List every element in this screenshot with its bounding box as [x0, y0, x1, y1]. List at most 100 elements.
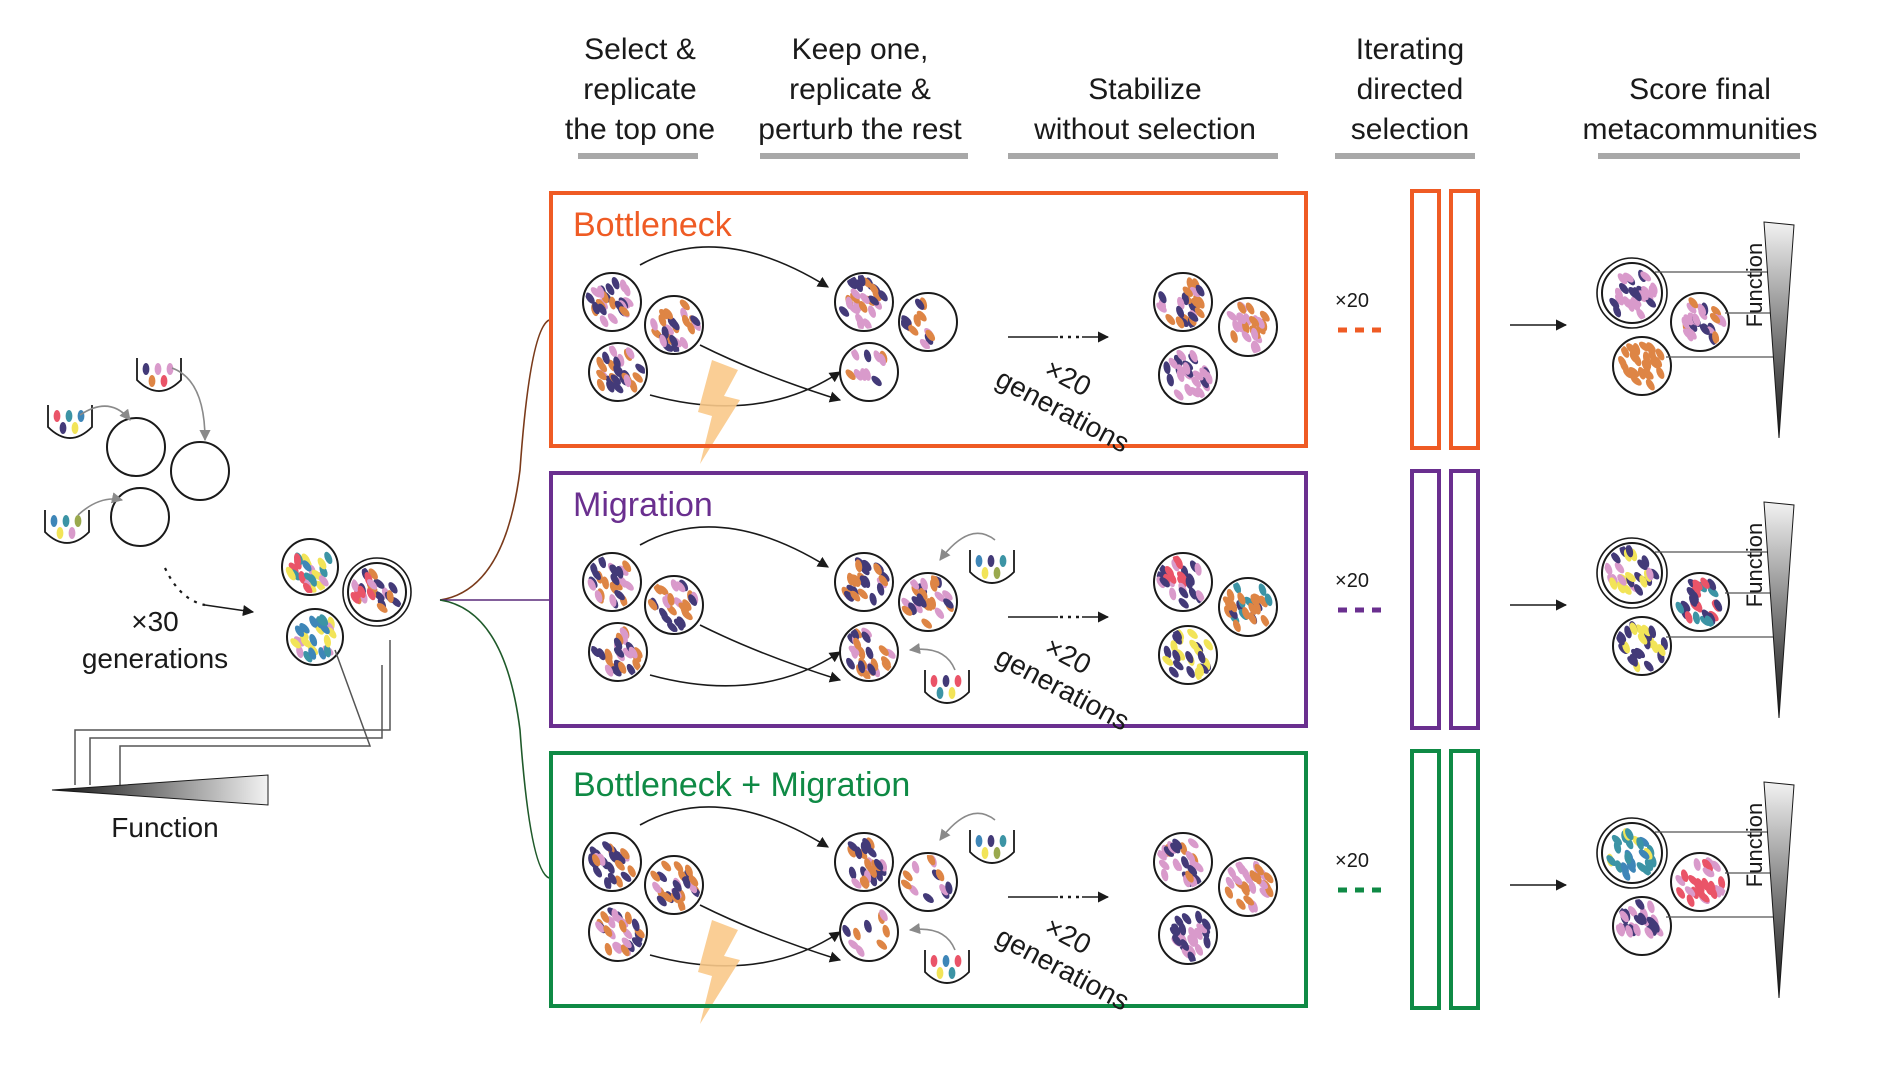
- tube-outline: [44, 510, 90, 544]
- microbe: [1163, 645, 1172, 659]
- microbe-group: [290, 614, 337, 663]
- process-arrow: [639, 526, 829, 568]
- microbe: [1165, 314, 1176, 325]
- microbe: [1168, 666, 1179, 678]
- microbe: [942, 590, 953, 601]
- microbe-group: [1618, 341, 1665, 391]
- microbe: [166, 363, 174, 375]
- microbe: [1640, 271, 1652, 282]
- microbe: [1185, 651, 1194, 664]
- well-outline: [1153, 272, 1213, 332]
- microbe: [858, 301, 868, 313]
- microbe: [1618, 355, 1627, 368]
- microbe: [294, 625, 305, 637]
- iteration-bar: [1449, 189, 1480, 450]
- microbe: [1646, 567, 1654, 581]
- perturbation-bolt-icon: [698, 360, 740, 464]
- microbe: [987, 835, 995, 847]
- microbe: [679, 336, 689, 350]
- generations-word-label: generations: [81, 643, 229, 674]
- microbe: [1203, 639, 1214, 651]
- microbe: [1697, 303, 1707, 316]
- microbe: [1166, 373, 1174, 387]
- microbe: [930, 575, 940, 587]
- microbe: [1195, 910, 1203, 924]
- microbe: [1187, 311, 1199, 322]
- microbe: [926, 855, 936, 866]
- microbe: [1625, 925, 1633, 938]
- microbe: [1633, 915, 1645, 926]
- microbe: [1622, 296, 1632, 308]
- community-well: [839, 622, 899, 682]
- microbe: [948, 967, 956, 979]
- header-line: Keep one,: [791, 33, 929, 66]
- panel-bottleneck-migration: Bottleneck + Migration: [549, 751, 1308, 1008]
- microbe-group: [1609, 269, 1658, 321]
- microbe: [620, 944, 630, 957]
- microbe: [1676, 887, 1686, 899]
- microbe-group: [596, 345, 645, 394]
- well-outline: [281, 538, 339, 596]
- microbe: [1264, 593, 1273, 607]
- microbe: [1203, 935, 1211, 949]
- panel-title: Migration: [573, 486, 713, 524]
- community-well: [1218, 297, 1278, 357]
- microbe: [848, 645, 860, 656]
- microbe: [867, 663, 876, 676]
- well-outline: [286, 608, 344, 666]
- microbe-group: [1163, 349, 1213, 401]
- microbe: [1191, 873, 1202, 885]
- microbe: [1705, 882, 1713, 896]
- microbe: [844, 590, 854, 602]
- microbe: [1194, 943, 1204, 956]
- rank-line: [89, 665, 383, 785]
- microbe: [148, 375, 156, 387]
- microbe: [936, 967, 944, 979]
- community-well: [588, 342, 648, 402]
- microbe: [1626, 343, 1637, 354]
- microbe: [664, 324, 674, 336]
- microbe: [872, 289, 882, 302]
- community-well: [582, 832, 642, 892]
- microbe: [863, 368, 871, 381]
- microbe: [1169, 587, 1177, 601]
- microbe: [690, 315, 701, 326]
- microbe: [160, 375, 168, 387]
- microbe: [908, 325, 919, 336]
- microbe: [585, 292, 595, 304]
- microbe: [993, 567, 1001, 579]
- score-function-label: Function: [1742, 522, 1767, 608]
- microbe: [1638, 849, 1650, 860]
- microbe: [874, 858, 884, 871]
- microbe-group: [595, 907, 645, 957]
- microbe: [652, 881, 662, 894]
- panel-migration: Migration: [549, 471, 1308, 728]
- microbe: [1630, 654, 1638, 667]
- microbe: [56, 527, 64, 539]
- migrant-pool-tube: [969, 550, 1015, 584]
- microbe: [1628, 367, 1640, 378]
- branch-line-both: [439, 599, 550, 879]
- microbe: [853, 637, 862, 651]
- microbe: [930, 675, 938, 687]
- microbe: [1176, 305, 1185, 319]
- microbe: [594, 590, 603, 603]
- microbe: [861, 559, 872, 571]
- microbe: [1174, 915, 1184, 928]
- microbe: [848, 866, 857, 880]
- community-well: [1670, 852, 1730, 912]
- microbe: [1186, 277, 1194, 290]
- well-outline: [1218, 857, 1278, 917]
- microbe-group: [1606, 828, 1657, 881]
- microbe: [1718, 876, 1726, 890]
- microbe: [975, 835, 983, 847]
- microbe: [631, 918, 640, 932]
- microbe: [916, 310, 927, 322]
- microbe: [597, 360, 608, 373]
- microbe: [1629, 622, 1638, 635]
- microbe: [1644, 927, 1654, 939]
- migration-arrow: [908, 643, 956, 671]
- microbe: [1713, 599, 1723, 612]
- well-outline: [588, 622, 648, 682]
- microbe: [850, 627, 860, 640]
